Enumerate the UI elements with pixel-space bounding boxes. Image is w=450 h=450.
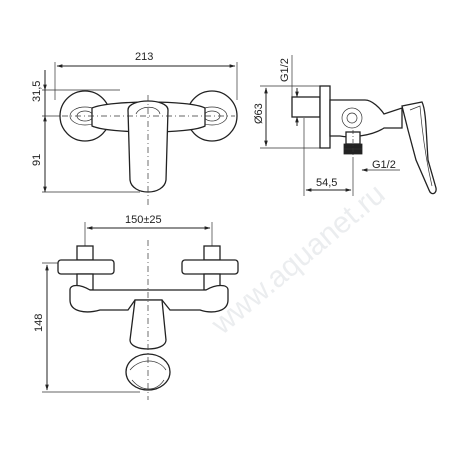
- dim-flange-diameter: Ø63: [253, 103, 265, 124]
- side-body: [329, 99, 403, 138]
- dim-thread-top: G1/2: [279, 58, 291, 82]
- front-view: 213 31,5 91: [31, 51, 238, 205]
- lever-handle: [127, 100, 169, 193]
- dim-height-top: 31,5: [31, 81, 43, 102]
- dim-overall-width: 213: [135, 51, 153, 63]
- top-view: 150±25 148: [33, 214, 239, 400]
- dim-height-bottom: 91: [31, 154, 43, 166]
- side-flange: [319, 85, 331, 149]
- dim-center-distance: 150±25: [125, 214, 162, 226]
- dim-projection: 54,5: [316, 177, 337, 189]
- side-lever: [401, 101, 437, 195]
- side-view: G1/2 Ø63 G1/2 54,5: [253, 55, 437, 196]
- right-disc: [181, 259, 239, 275]
- top-body: [69, 284, 229, 313]
- top-spout: [129, 299, 167, 350]
- dim-thread-bottom: G1/2: [372, 159, 396, 171]
- dim-total-height: 148: [33, 314, 45, 332]
- left-disc: [57, 259, 115, 275]
